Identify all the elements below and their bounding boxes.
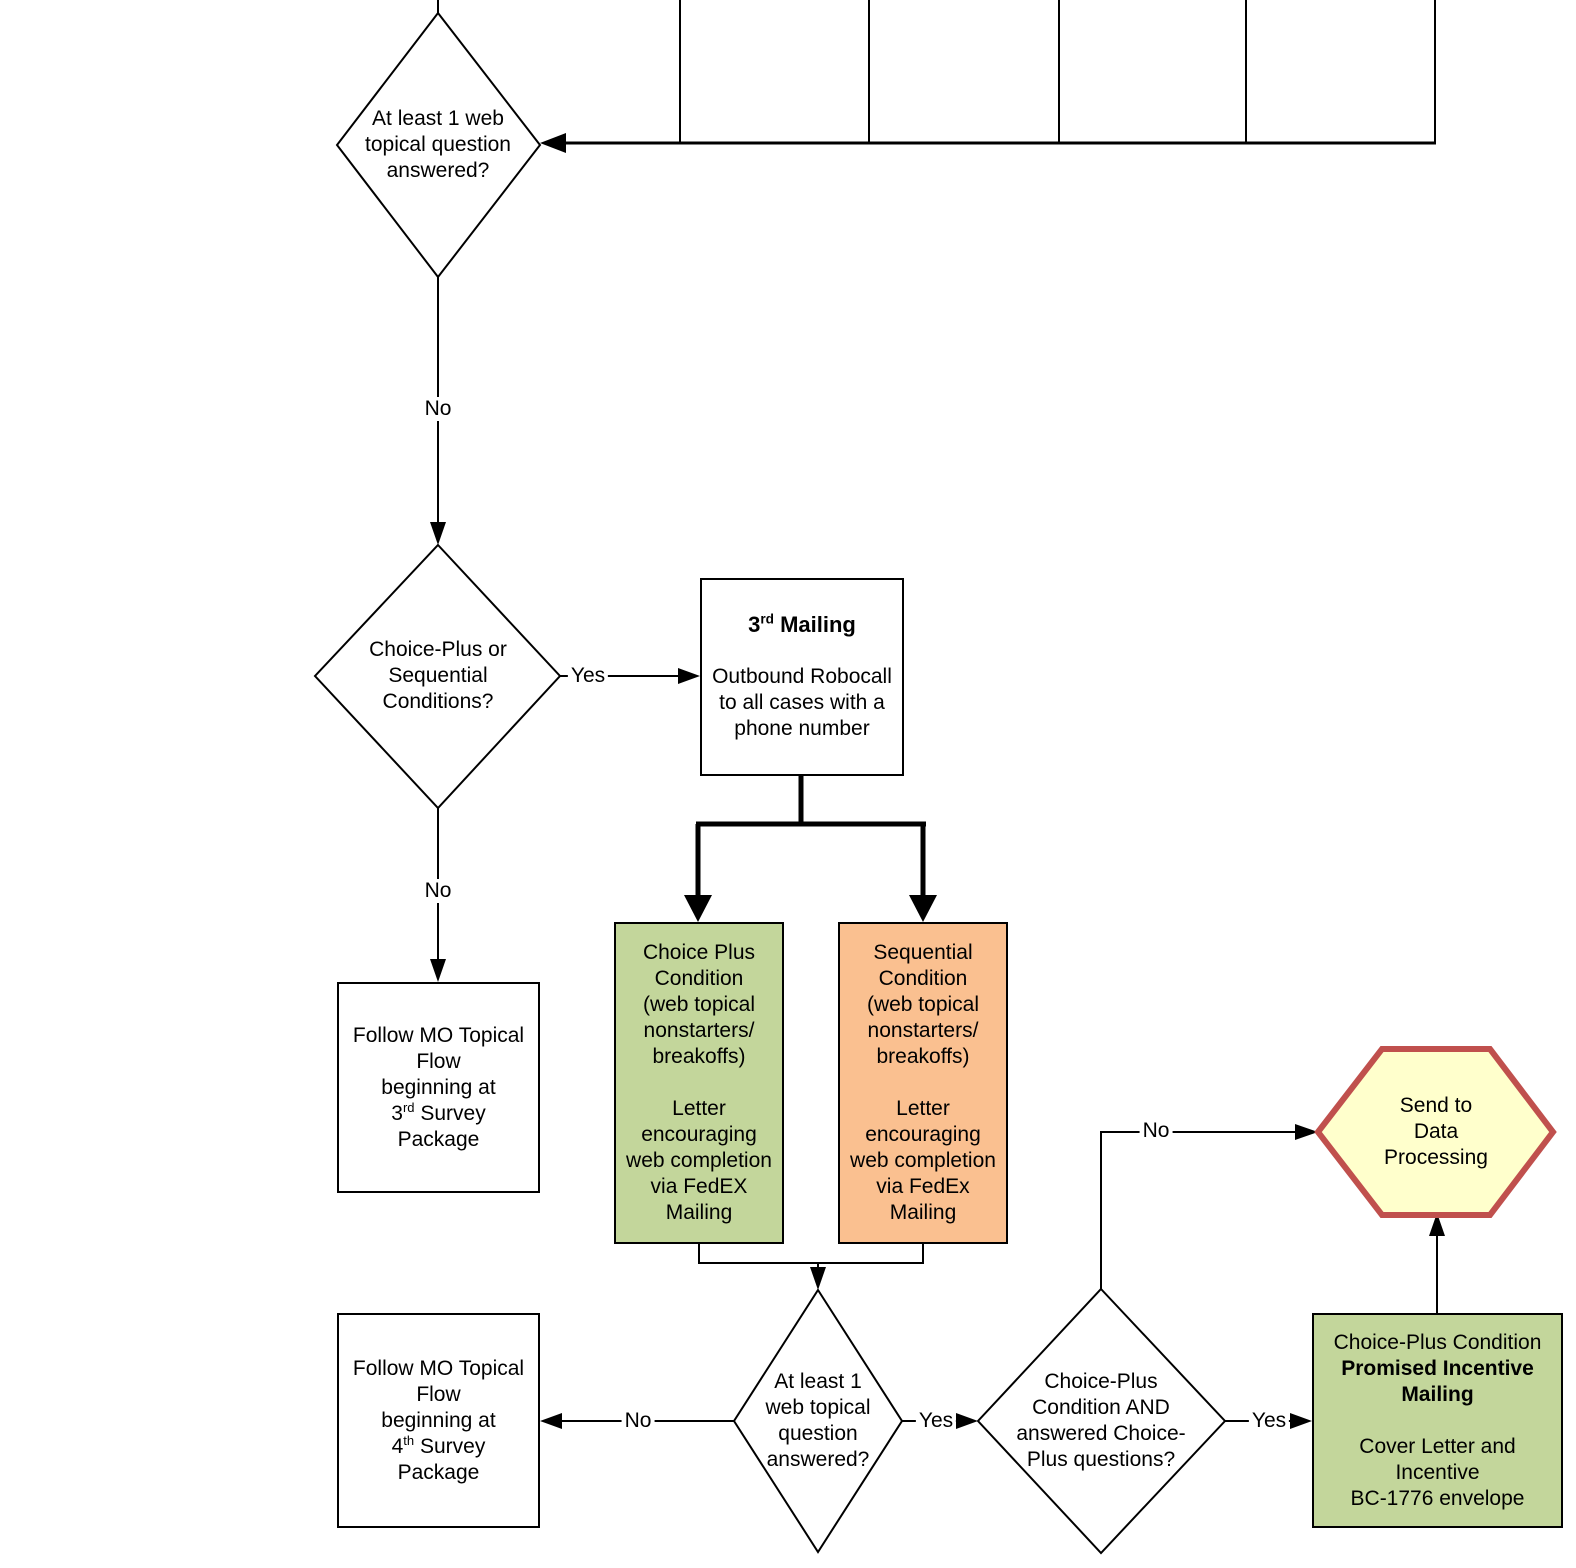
connector-thick-split (684, 776, 937, 922)
follow-mo-3rd-post: Survey Package (397, 1101, 486, 1151)
follow-mo-4th-ordinal: th (403, 1432, 415, 1448)
decision-web-q2-label: At least 1 web topical question answered… (765, 1370, 871, 1471)
third-mailing-title-ordinal: rd (760, 611, 774, 627)
decision-choice-plus-answered-shape (976, 1287, 1227, 1555)
third-mailing-title: 3rd Mailing (748, 612, 856, 638)
third-mailing-title-number: 3 (748, 612, 761, 637)
send-to-data-processing-shape (1314, 1046, 1557, 1218)
follow-mo-3rd-ordinal: rd (402, 1099, 415, 1115)
edge-label-yes-1: Yes (567, 664, 609, 688)
connector-top-right-bus (540, 0, 1436, 153)
connector-converge-decision3 (698, 1244, 924, 1290)
edge-label-no-4: No (1139, 1119, 1173, 1143)
edge-label-yes-2: Yes (915, 1409, 957, 1433)
choice-plus-letter-box: Choice Plus Condition (web topical nonst… (614, 922, 784, 1244)
edge-label-yes-3: Yes (1248, 1409, 1290, 1433)
edge-label-no-2: No (421, 879, 455, 903)
follow-mo-4th-number: 4 (391, 1434, 404, 1458)
choice-plus-letter-text: Choice Plus Condition (web topical nonst… (626, 941, 772, 1224)
follow-mo-3rd-number: 3 (391, 1101, 403, 1125)
follow-mo-3rd-pre: Follow MO Topical Flow beginning at (352, 1023, 525, 1099)
follow-mo-4th-pre: Follow MO Topical Flow beginning at (352, 1356, 525, 1432)
follow-mo-3rd-text: Follow MO Topical Flow beginning at 3rd … (353, 1023, 524, 1153)
decision-conditions-label: Choice-Plus or Sequential Conditions? (369, 638, 507, 713)
promised-incentive-body: Cover Letter and Incentive BC-1776 envel… (1350, 1434, 1525, 1510)
third-mailing-body: Outbound Robocall to all cases with a ph… (712, 665, 892, 740)
follow-mo-4th-box: Follow MO Topical Flow beginning at 4th … (337, 1313, 540, 1528)
follow-mo-4th-post: Survey Package (397, 1434, 486, 1484)
follow-mo-3rd-box: Follow MO Topical Flow beginning at 3rd … (337, 982, 540, 1193)
sequential-letter-box: Sequential Condition (web topical nonsta… (838, 922, 1008, 1244)
sequential-letter-text: Sequential Condition (web topical nonsta… (850, 941, 996, 1224)
decision-choice-plus-answered-label: Choice-Plus Condition AND answered Choic… (1016, 1370, 1186, 1471)
promised-incentive-line1: Choice-Plus Condition (1333, 1330, 1542, 1354)
third-mailing-box: 3rd Mailing Outbound Robocall to all cas… (700, 578, 904, 776)
third-mailing-title-rest: Mailing (773, 612, 856, 637)
edge-label-no-1: No (421, 397, 455, 421)
send-to-data-processing-label: Send to Data Processing (1384, 1094, 1488, 1169)
decision-web-q2-shape (732, 1288, 904, 1554)
edge-label-no-3: No (621, 1409, 655, 1433)
connector-incentive-to-hexagon (1429, 1213, 1445, 1313)
promised-incentive-bold: Promised Incentive Mailing (1341, 1356, 1534, 1406)
follow-mo-4th-text: Follow MO Topical Flow beginning at 4th … (353, 1356, 524, 1486)
connector-decision4-no (1100, 1124, 1318, 1289)
promised-incentive-box: Choice-Plus Condition Promised Incentive… (1312, 1313, 1563, 1528)
decision-web-q1-label: At least 1 web topical question answered… (365, 107, 511, 182)
